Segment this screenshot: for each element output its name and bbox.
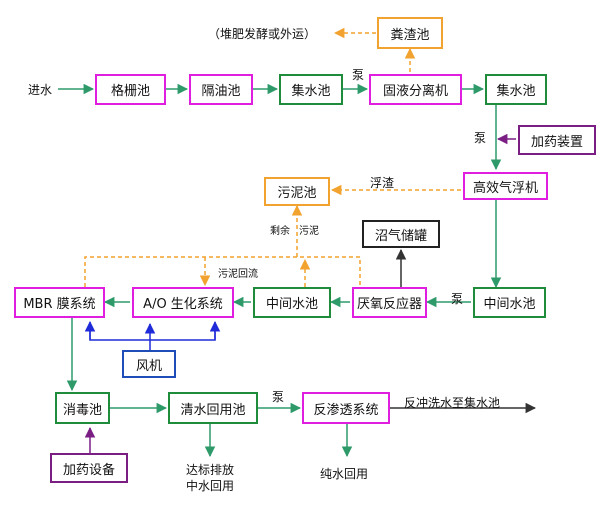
daf-flotation-machine: 高效气浮机: [463, 172, 548, 200]
biogas-storage-tank: 沼气储罐: [362, 220, 440, 248]
sludge-tank: 污泥池: [264, 177, 330, 206]
oil-separator-tank: 隔油池: [189, 74, 253, 105]
ao-biochemical-system: A/O 生化系统: [132, 287, 234, 318]
mbr-membrane-system: MBR 膜系统: [14, 287, 105, 318]
disinfection-tank: 消毒池: [55, 392, 110, 424]
pump-label-4: 泵: [272, 390, 285, 404]
blower: 风机: [122, 350, 176, 378]
collection-tank-1: 集水池: [279, 74, 343, 105]
flow-excess-sludge-bus: [84, 256, 361, 287]
pure-water-label: 纯水回用: [320, 467, 369, 481]
solid-liquid-separator: 固液分离机: [369, 74, 462, 105]
reverse-osmosis-system: 反渗透系统: [302, 392, 390, 424]
backwash-label: 反冲洗水至集水池: [404, 396, 501, 410]
pump-label-2: 泵: [474, 131, 487, 145]
anaerobic-reactor: 厌氧反应器: [352, 287, 427, 318]
discharge-label-line1: 达标排放: [185, 463, 234, 477]
discharge-label: 达标排放 中水回用: [172, 462, 248, 494]
scum-label: 浮渣: [370, 176, 395, 190]
intermediate-tank-right: 中间水池: [473, 287, 546, 318]
pump-label-3: 泵: [451, 292, 464, 306]
manure-residue-tank: 粪渣池: [377, 17, 443, 49]
dosing-device: 加药装置: [518, 125, 596, 155]
excess-sludge-label-b: 污泥: [299, 226, 319, 237]
flow-air-bus: [89, 330, 216, 341]
grille-tank: 格栅池: [95, 74, 166, 105]
clear-water-reuse-tank: 清水回用池: [168, 392, 258, 424]
intermediate-tank-center: 中间水池: [253, 287, 331, 318]
inflow-label: 进水: [28, 83, 53, 97]
collection-tank-2: 集水池: [485, 74, 547, 105]
compost-label: （堆肥发酵或外运）: [208, 27, 317, 41]
sludge-return-label: 污泥回流: [218, 269, 258, 280]
discharge-label-line2: 中水回用: [185, 479, 234, 493]
dosing-equipment: 加药设备: [50, 453, 128, 483]
excess-sludge-label-a: 剩余: [270, 226, 290, 237]
pump-label-1: 泵: [352, 68, 365, 82]
